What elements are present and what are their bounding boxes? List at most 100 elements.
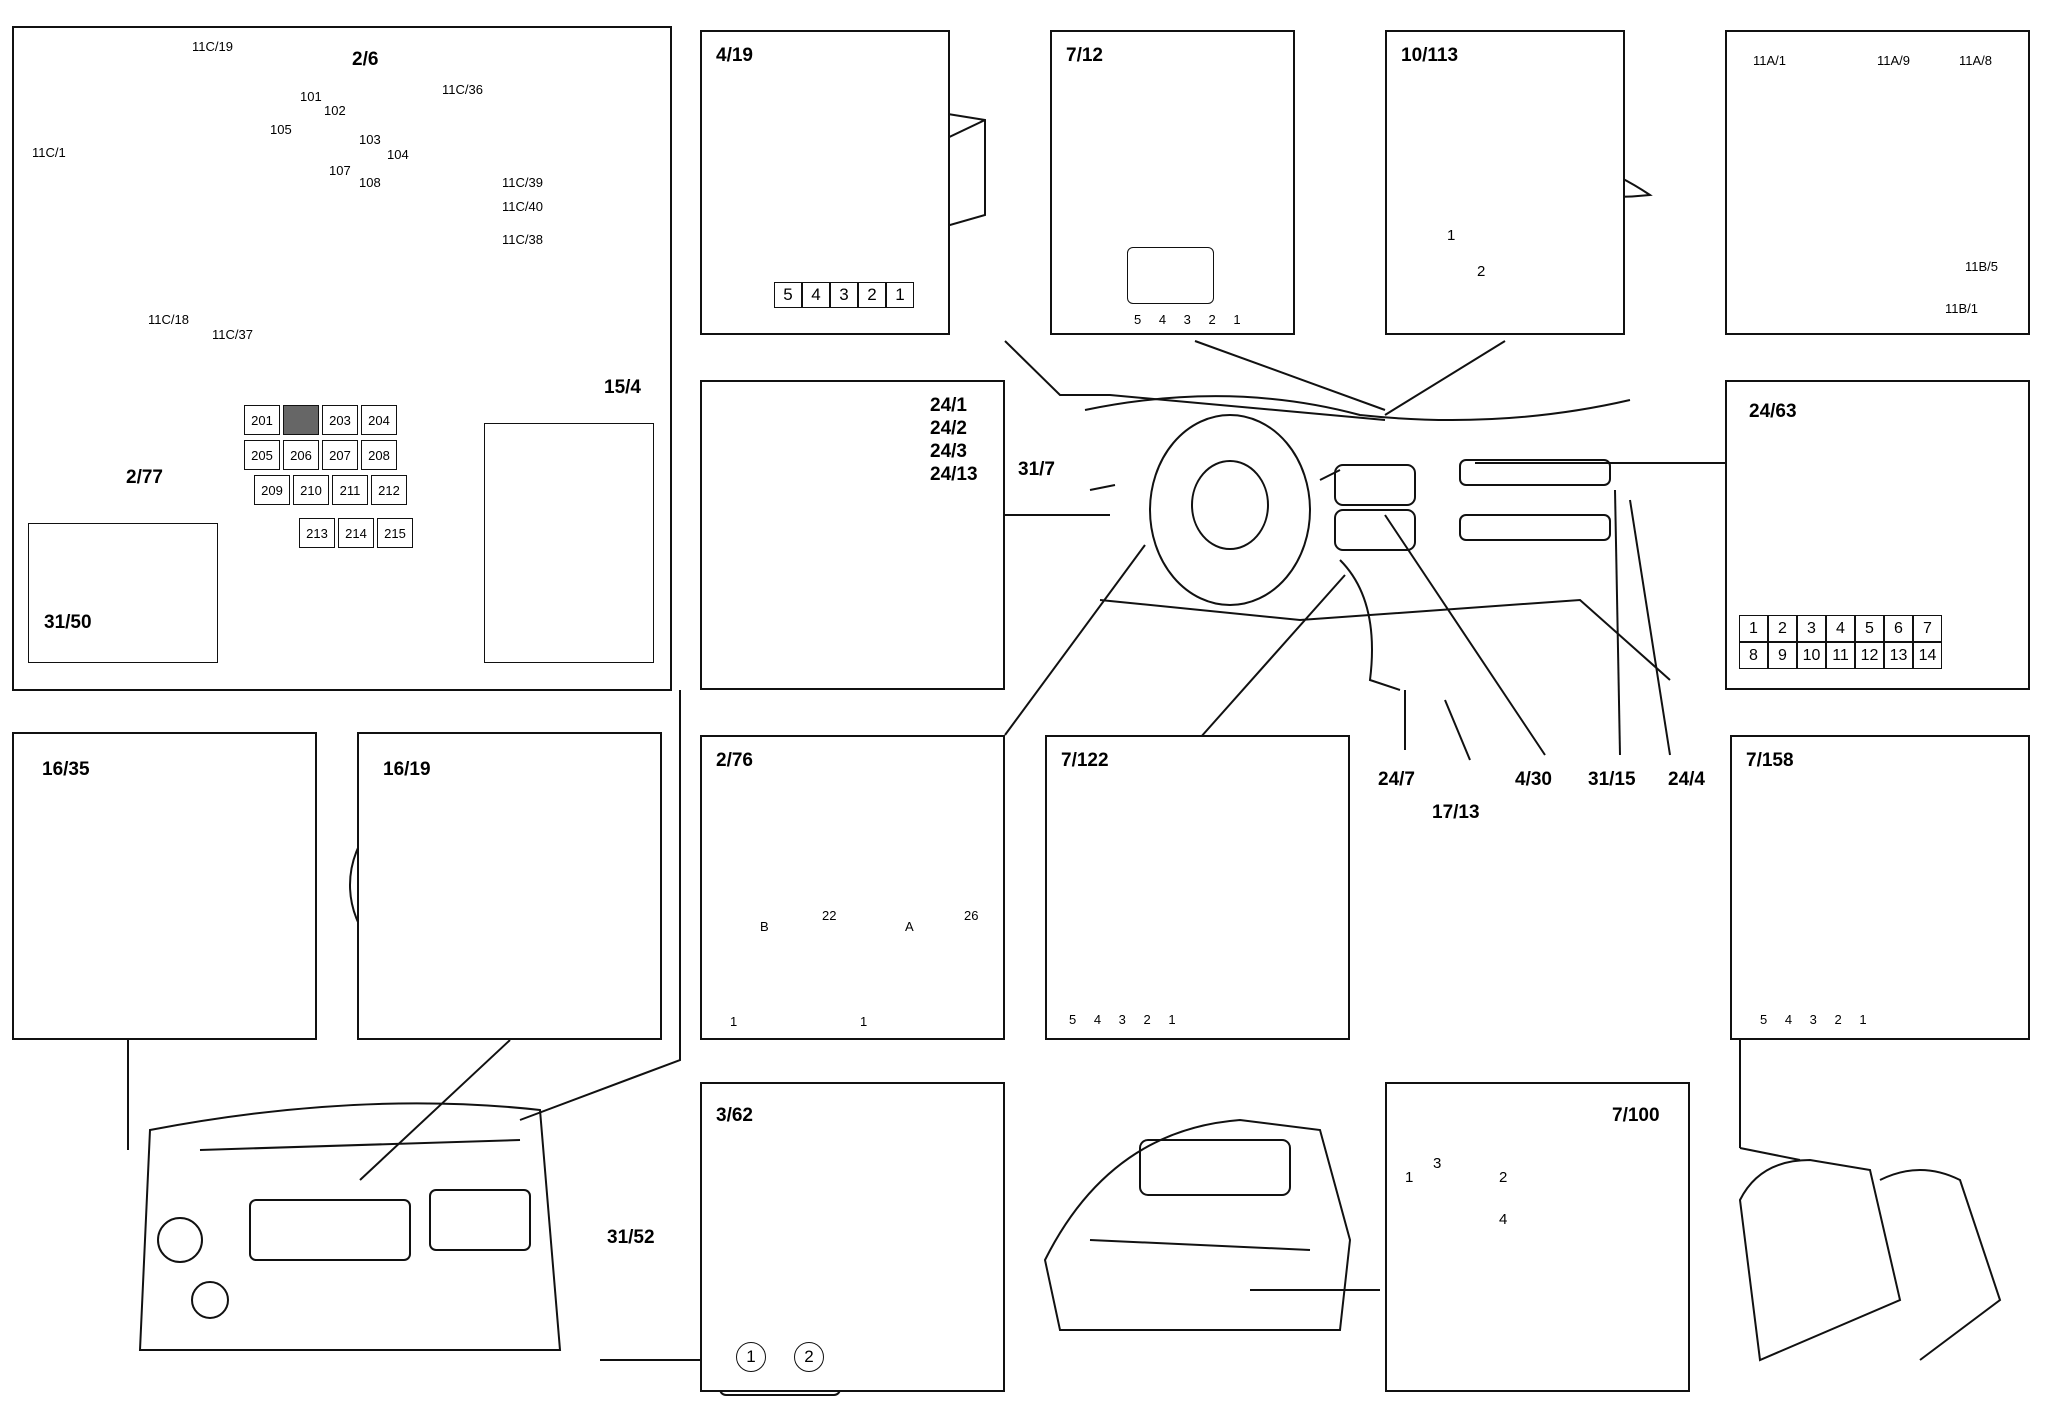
label-15-4: 15/4 [604, 377, 641, 398]
relay-105: 105 [270, 122, 292, 137]
title-24-3: 24/3 [930, 441, 967, 462]
panel-7-12: 7/12 5 4 3 2 1 [1050, 30, 1295, 335]
fuse-201: 201 [244, 405, 280, 435]
connector-pins: 5 4 3 2 1 [774, 282, 914, 308]
fuse-214: 214 [338, 518, 374, 548]
connector-pin-numbers: 5 4 3 2 1 [1134, 312, 1248, 327]
panel-24-63: 24/63 1 2 3 4 5 6 7 8 9 10 11 12 13 14 [1725, 380, 2030, 690]
pin-3: 3 [830, 282, 858, 308]
fuse-215: 215 [377, 518, 413, 548]
label-1: 1 [1447, 227, 1456, 244]
fuse-211: 211 [332, 475, 368, 505]
callout-31-52: 31/52 [607, 1227, 655, 1248]
label-2: 2 [1477, 263, 1486, 280]
label-1: 1 [1405, 1169, 1414, 1186]
pin-10: 10 [1797, 642, 1826, 669]
label-11c-36: 11C/36 [442, 82, 483, 97]
panel-title: 24/63 [1749, 401, 1797, 422]
label-1-left: 1 [730, 1014, 738, 1029]
connector-15-4-box [484, 423, 654, 663]
pin-12: 12 [1855, 642, 1884, 669]
fuse-209: 209 [254, 475, 290, 505]
relay-108: 108 [359, 175, 381, 190]
panel-title: 10/113 [1401, 45, 1459, 66]
panel-title: 7/158 [1746, 750, 1794, 771]
callout-17-13: 17/13 [1432, 802, 1480, 823]
panel-title: 2/76 [716, 750, 753, 771]
fuse-213: 213 [299, 518, 335, 548]
fuse-207: 207 [322, 440, 358, 470]
label-2-77: 2/77 [126, 467, 163, 488]
callout-31-7: 31/7 [1018, 459, 1055, 480]
pin-4: 4 [1826, 615, 1855, 642]
label-1-right: 1 [860, 1014, 868, 1029]
pin-3: 3 [1797, 615, 1826, 642]
label-11c-39: 11C/39 [502, 175, 543, 190]
label-2: 2 [1499, 1169, 1508, 1186]
panel-title: 7/100 [1612, 1105, 1660, 1126]
fuse-205: 205 [244, 440, 280, 470]
connector-pin-grid: 1 2 3 4 5 6 7 8 9 10 11 12 13 14 [1739, 615, 1942, 669]
label-a: A [905, 919, 914, 934]
fuse-203: 203 [322, 405, 358, 435]
pin-5: 5 [1855, 615, 1884, 642]
connector-face [1127, 247, 1214, 304]
callout-24-4: 24/4 [1668, 769, 1705, 790]
pin-2: 2 [1768, 615, 1797, 642]
label-11b-1: 11B/1 [1945, 301, 1979, 316]
label-2-6: 2/6 [352, 49, 379, 70]
label-11c-1: 11C/1 [32, 145, 66, 160]
panel-title: 3/62 [716, 1105, 753, 1126]
label-11c-40: 11C/40 [502, 199, 543, 214]
fuse-212: 212 [371, 475, 407, 505]
fuse-206: 206 [283, 440, 319, 470]
connector-pin-numbers: 5 4 3 2 1 [1760, 1012, 1874, 1027]
panel-7-122: 7/122 5 4 3 2 1 [1045, 735, 1350, 1040]
pin-1: 1 [886, 282, 914, 308]
title-24-2: 24/2 [930, 418, 967, 439]
label-3: 3 [1433, 1155, 1442, 1172]
panel-title: 7/12 [1066, 45, 1103, 66]
label-b: B [760, 919, 769, 934]
pin-8: 8 [1739, 642, 1768, 669]
pin-9: 9 [1768, 642, 1797, 669]
callout-24-7: 24/7 [1378, 769, 1415, 790]
callout-31-15: 31/15 [1588, 769, 1636, 790]
panel-11a-relay-box: 11A/1 11A/9 11A/8 11B/5 11B/1 [1725, 30, 2030, 335]
panel-7-158: 7/158 5 4 3 2 1 [1730, 735, 2030, 1040]
terminal-1: 1 [736, 1342, 766, 1372]
panel-10-113: 10/113 1 2 [1385, 30, 1625, 335]
terminal-2: 2 [794, 1342, 824, 1372]
relay-101: 101 [300, 89, 322, 104]
panel-title: 16/35 [42, 759, 90, 780]
pin-14: 14 [1913, 642, 1942, 669]
label-11b-5: 11B/5 [1965, 259, 1999, 274]
relay-104: 104 [387, 147, 409, 162]
panel-title: 16/19 [383, 759, 431, 780]
panel-2-76: 2/76 B 22 A 26 1 1 [700, 735, 1005, 1040]
fuse-210: 210 [293, 475, 329, 505]
label-11c-18: 11C/18 [148, 312, 189, 327]
pin-11: 11 [1826, 642, 1855, 669]
fuse-204: 204 [361, 405, 397, 435]
label-11c-19: 11C/19 [192, 39, 233, 54]
connector-31-50-box [28, 523, 218, 663]
callout-4-30: 4/30 [1515, 769, 1552, 790]
label-22: 22 [822, 908, 837, 923]
panel-24-1: 24/1 24/2 24/3 24/13 [700, 380, 1005, 690]
title-24-1: 24/1 [930, 395, 967, 416]
panel-title: 7/122 [1061, 750, 1109, 771]
pin-5: 5 [774, 282, 802, 308]
label-31-50: 31/50 [44, 612, 92, 633]
relay-102: 102 [324, 103, 346, 118]
panel-4-19: 4/19 5 4 3 2 1 [700, 30, 950, 335]
pin-6: 6 [1884, 615, 1913, 642]
panel-16-19: 16/19 [357, 732, 662, 1040]
label-26: 26 [964, 908, 979, 923]
pin-1: 1 [1739, 615, 1768, 642]
label-11c-37: 11C/37 [212, 327, 253, 342]
pin-13: 13 [1884, 642, 1913, 669]
connector-pin-numbers: 5 4 3 2 1 [1069, 1012, 1183, 1027]
relay-107: 107 [329, 163, 351, 178]
panel-3-62: 3/62 1 2 [700, 1082, 1005, 1392]
